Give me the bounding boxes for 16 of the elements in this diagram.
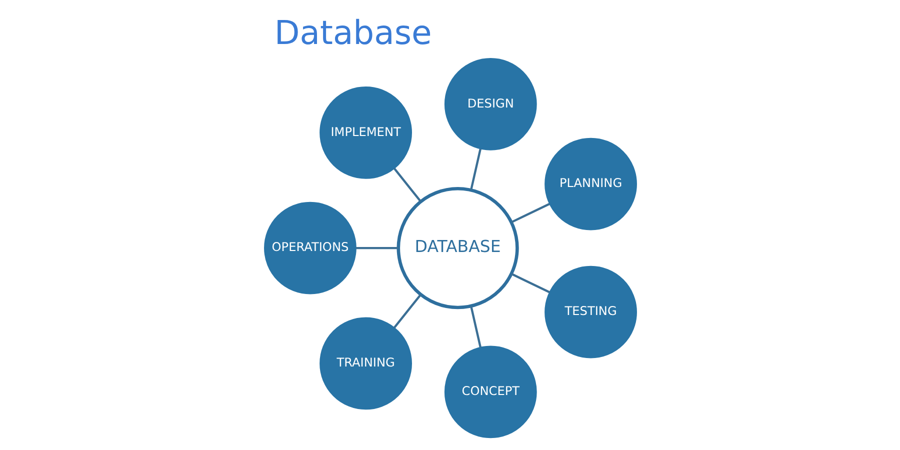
node-circle: TRAINING bbox=[319, 316, 412, 410]
node-circle: DESIGN bbox=[444, 57, 536, 150]
node-circle: DATABASE bbox=[396, 186, 518, 309]
connector bbox=[510, 272, 550, 293]
node-circle: CONCEPT bbox=[444, 345, 536, 438]
connector bbox=[470, 305, 482, 348]
connector bbox=[470, 148, 482, 190]
connector bbox=[355, 246, 398, 249]
connector bbox=[392, 293, 422, 328]
diagram-title: Database bbox=[274, 12, 432, 52]
node-circle: TESTING bbox=[544, 265, 636, 358]
connector bbox=[392, 167, 422, 202]
node-circle: PLANNING bbox=[544, 137, 636, 230]
connector bbox=[510, 202, 550, 223]
node-circle: OPERATIONS bbox=[264, 201, 356, 294]
node-circle: IMPLEMENT bbox=[319, 86, 412, 178]
